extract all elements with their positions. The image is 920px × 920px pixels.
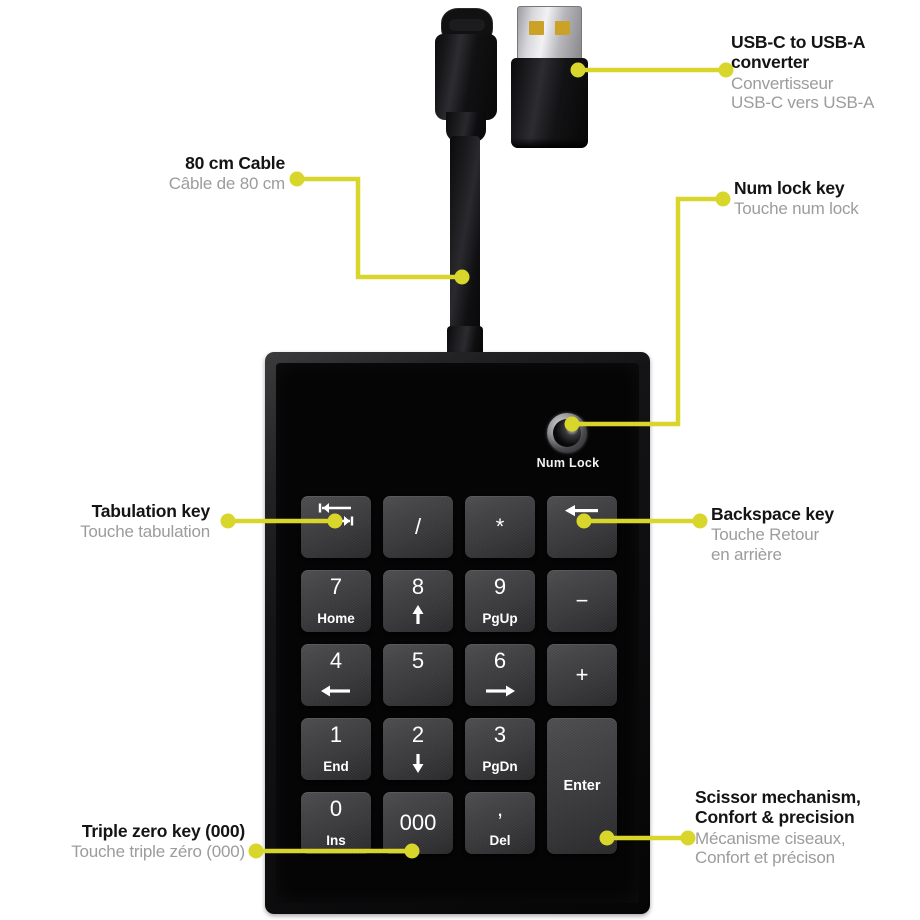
key-pgup-label: PgUp <box>482 610 518 626</box>
callout-usb-converter: USB-C to USB-A converter Convertisseur U… <box>731 32 920 113</box>
num-lock-caption: Num Lock <box>536 456 600 470</box>
key-4-left[interactable]: 4 <box>301 644 371 706</box>
key-enter[interactable]: Enter <box>547 718 617 854</box>
cable-cord <box>450 136 480 358</box>
key-9-label: 9 <box>493 574 507 599</box>
key-5-label: 5 <box>411 648 425 673</box>
key-9-pgup[interactable]: 9 PgUp <box>465 570 535 632</box>
key-comma-label: , <box>496 796 504 821</box>
key-divide[interactable]: / <box>383 496 453 558</box>
key-tab[interactable] <box>301 496 371 558</box>
key-comma-del[interactable]: , Del <box>465 792 535 854</box>
key-8-label: 8 <box>411 574 425 599</box>
callout-tabulation: Tabulation key Touche tabulation <box>20 501 210 542</box>
key-3-pgdn[interactable]: 3 PgDn <box>465 718 535 780</box>
key-plus[interactable]: + <box>547 644 617 706</box>
key-7-home[interactable]: 7 Home <box>301 570 371 632</box>
callout-scissor-subtitle: Mécanisme ciseaux, Confort et précison <box>695 828 846 868</box>
keypad-face-plate: Num Lock <box>276 363 639 903</box>
numeric-keypad-device: Num Lock <box>265 352 650 914</box>
key-backspace[interactable] <box>547 496 617 558</box>
callout-scissor: Scissor mechanism, Confort & precision M… <box>695 787 920 868</box>
key-multiply-label: * <box>495 514 505 539</box>
callout-backspace-subtitle: Touche Retour en arrière <box>711 525 819 565</box>
usb-a-connector-blade <box>517 6 582 62</box>
num-lock-indicator-icon <box>547 413 587 453</box>
key-2-down[interactable]: 2 <box>383 718 453 780</box>
usb-c-connector-body <box>435 34 497 120</box>
key-minus-label: − <box>575 588 589 613</box>
callout-tabulation-subtitle: Touche tabulation <box>80 522 210 542</box>
key-8-up[interactable]: 8 <box>383 570 453 632</box>
callout-cable-title: 80 cm Cable <box>185 153 285 173</box>
callout-triple-zero-title: Triple zero key (000) <box>81 821 245 841</box>
key-2-label: 2 <box>411 722 425 747</box>
usb-a-adapter-shell <box>511 58 588 148</box>
key-0-ins[interactable]: 0 Ins <box>301 792 371 854</box>
key-end-label: End <box>323 758 349 774</box>
key-plus-label: + <box>575 662 589 687</box>
key-enter-label: Enter <box>563 777 601 794</box>
callout-usb-converter-subtitle: Convertisseur USB-C vers USB-A <box>731 73 875 113</box>
key-6-label: 6 <box>493 648 507 673</box>
callout-num-lock-title: Num lock key <box>734 178 845 198</box>
callout-cable-subtitle: Câble de 80 cm <box>168 174 285 194</box>
cable-strain-relief <box>447 326 483 356</box>
arrow-down-icon <box>383 753 453 773</box>
key-triple-zero[interactable]: 000 <box>383 792 453 854</box>
callout-backspace-title: Backspace key <box>711 504 834 524</box>
key-home-label: Home <box>317 610 355 626</box>
callout-num-lock: Num lock key Touche num lock <box>734 178 920 219</box>
callout-triple-zero-subtitle: Touche triple zéro (000) <box>71 842 245 862</box>
callout-triple-zero: Triple zero key (000) Touche triple zéro… <box>10 821 245 862</box>
key-1-label: 1 <box>329 722 343 747</box>
key-pgdn-label: PgDn <box>482 758 518 774</box>
key-del-label: Del <box>489 832 511 848</box>
key-7-label: 7 <box>329 574 343 599</box>
key-divide-label: / <box>414 514 422 539</box>
arrow-left-icon <box>547 502 617 520</box>
arrow-left-icon <box>301 683 371 699</box>
key-grid: / * <box>301 496 621 886</box>
key-4-label: 4 <box>329 648 343 673</box>
key-1-end[interactable]: 1 End <box>301 718 371 780</box>
key-3-label: 3 <box>493 722 507 747</box>
key-5[interactable]: 5 <box>383 644 453 706</box>
callout-tabulation-title: Tabulation key <box>91 501 211 521</box>
tab-arrows-icon <box>301 502 371 528</box>
key-0-label: 0 <box>329 796 343 821</box>
key-minus[interactable]: − <box>547 570 617 632</box>
arrow-right-icon <box>465 683 535 699</box>
callout-scissor-title: Scissor mechanism, Confort & precision <box>695 787 861 828</box>
callout-usb-converter-title: USB-C to USB-A converter <box>731 32 866 73</box>
callout-num-lock-subtitle: Touche num lock <box>734 199 859 219</box>
key-multiply[interactable]: * <box>465 496 535 558</box>
key-triple-zero-label: 000 <box>399 810 437 835</box>
key-ins-label: Ins <box>326 832 346 848</box>
key-6-right[interactable]: 6 <box>465 644 535 706</box>
callout-cable: 80 cm Cable Câble de 80 cm <box>110 153 285 194</box>
arrow-up-icon <box>383 605 453 625</box>
callout-backspace: Backspace key Touche Retour en arrière <box>711 504 911 565</box>
